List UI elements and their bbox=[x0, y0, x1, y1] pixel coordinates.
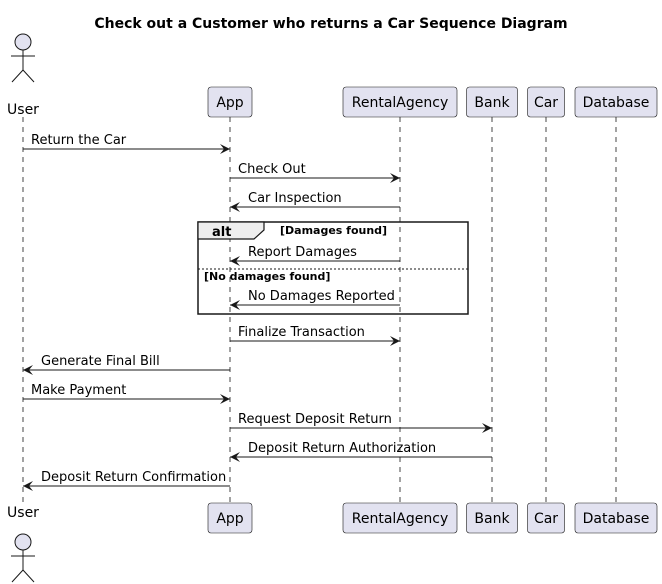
participant-bank-bottom: Bank bbox=[466, 502, 518, 534]
message-label: Check Out bbox=[238, 162, 306, 177]
actor-leg-icon bbox=[11, 69, 24, 83]
participant-box bbox=[342, 86, 458, 118]
participant-box bbox=[527, 86, 565, 118]
message-label: No Damages Reported bbox=[248, 289, 395, 304]
message-7: Generate Final Bill bbox=[23, 354, 230, 375]
lifelines bbox=[22, 117, 617, 503]
participant-heads: UserUserAppAppRentalAgencyRentalAgencyBa… bbox=[7, 33, 658, 583]
participant-label-app-top: App bbox=[216, 95, 243, 111]
participant-db-bottom: Database bbox=[574, 502, 658, 534]
message-10: Deposit Return Authorization bbox=[230, 441, 492, 462]
participant-app-bottom: App bbox=[207, 502, 253, 534]
message-label: Car Inspection bbox=[248, 191, 342, 206]
participant-app-top: App bbox=[207, 86, 253, 118]
participant-label-bank-bottom: Bank bbox=[474, 511, 510, 527]
participant-agency-top: RentalAgency bbox=[342, 86, 458, 118]
participant-label-user-top: User bbox=[7, 102, 39, 118]
participant-label-user-bottom: User bbox=[7, 505, 39, 521]
participant-box bbox=[527, 502, 565, 534]
message-label: Deposit Return Confirmation bbox=[41, 470, 226, 485]
message-label: Deposit Return Authorization bbox=[248, 441, 436, 456]
fragment-guard-1: [Damages found] bbox=[280, 224, 387, 237]
message-label: Finalize Transaction bbox=[238, 325, 365, 340]
message-label: Make Payment bbox=[31, 383, 126, 398]
message-3: Car Inspection bbox=[230, 191, 400, 212]
actor-head-icon bbox=[14, 33, 32, 51]
participant-box bbox=[574, 86, 658, 118]
actor-user-bottom bbox=[11, 533, 35, 583]
participant-box bbox=[207, 502, 253, 534]
message-label: Return the Car bbox=[31, 133, 127, 148]
participant-box bbox=[466, 86, 518, 118]
fragment-tab bbox=[197, 221, 265, 240]
actor-leg-icon bbox=[22, 69, 35, 83]
participant-label-agency-top: RentalAgency bbox=[352, 95, 448, 111]
participant-label-agency-bottom: RentalAgency bbox=[352, 511, 448, 527]
participant-label-db-bottom: Database bbox=[583, 511, 650, 527]
fragment-keyword: alt bbox=[212, 225, 231, 240]
message-5: No Damages Reported bbox=[230, 289, 400, 310]
fragment-guard-2: [No damages found] bbox=[204, 270, 330, 283]
participant-car-bottom: Car bbox=[527, 502, 565, 534]
participant-label-app-bottom: App bbox=[216, 511, 243, 527]
fragment-frame bbox=[197, 221, 469, 315]
participant-box bbox=[207, 86, 253, 118]
message-9: Request Deposit Return bbox=[230, 412, 492, 433]
message-6: Finalize Transaction bbox=[230, 325, 400, 346]
participant-box bbox=[342, 502, 458, 534]
message-label: Request Deposit Return bbox=[238, 412, 392, 427]
participant-bank-top: Bank bbox=[466, 86, 518, 118]
actor-leg-icon bbox=[22, 569, 35, 583]
participant-db-top: Database bbox=[574, 86, 658, 118]
message-1: Return the Car bbox=[23, 133, 230, 154]
participant-car-top: Car bbox=[527, 86, 565, 118]
message-label: Report Damages bbox=[248, 245, 357, 260]
participant-agency-bottom: RentalAgency bbox=[342, 502, 458, 534]
actor-user-top bbox=[11, 33, 35, 83]
participant-label-db-top: Database bbox=[583, 95, 650, 111]
message-2: Check Out bbox=[230, 162, 400, 183]
participant-label-car-bottom: Car bbox=[534, 511, 558, 527]
actor-leg-icon bbox=[11, 569, 24, 583]
message-8: Make Payment bbox=[23, 383, 230, 404]
message-label: Generate Final Bill bbox=[41, 354, 160, 369]
message-4: Report Damages bbox=[230, 245, 400, 266]
participant-box bbox=[574, 502, 658, 534]
message-11: Deposit Return Confirmation bbox=[23, 470, 230, 491]
participant-label-bank-top: Bank bbox=[474, 95, 510, 111]
actor-head-icon bbox=[14, 533, 32, 551]
participant-box bbox=[466, 502, 518, 534]
alt-fragment: alt [Damages found] [No damages found] bbox=[197, 221, 469, 315]
diagram-title: Check out a Customer who returns a Car S… bbox=[94, 16, 567, 32]
participant-label-car-top: Car bbox=[534, 95, 558, 111]
